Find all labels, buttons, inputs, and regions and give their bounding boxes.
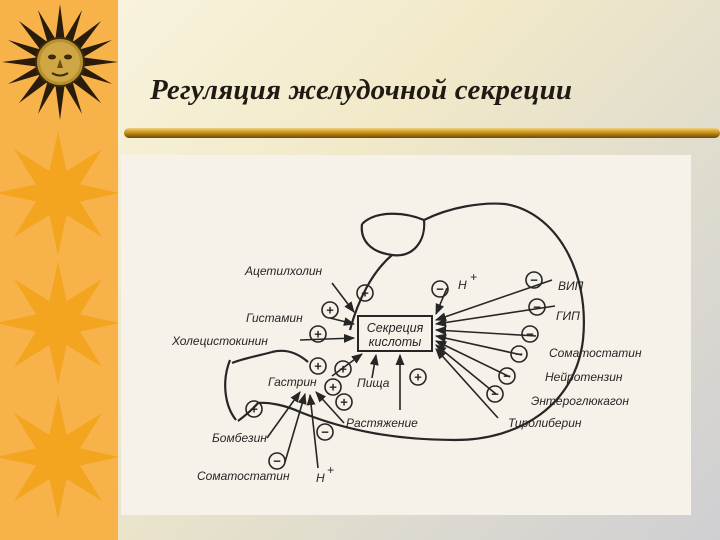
sun-icon [0,261,118,385]
center-box-line1: Секреция [367,321,424,335]
label-vip: ВИП [558,279,584,293]
svg-text:+: + [314,359,322,374]
minus-circle-icon: − [316,423,334,441]
svg-text:−: − [533,300,541,315]
minus-circle-icon: − [528,298,546,316]
sun-icon [0,395,118,519]
label-bombesin: Бомбезин [212,431,267,445]
label-h-ion-bottom-plus: + [327,463,334,477]
minus-circle-icon: − [521,325,539,343]
sun-icon [0,131,118,255]
plus-circle-icon: + [245,400,263,418]
svg-text:+: + [414,370,422,385]
label-acetylcholine: Ацетилхолин [244,264,323,278]
label-enteroglucagon: Энтероглюкагон [531,394,629,408]
arrows [266,279,556,469]
svg-text:−: − [530,273,538,288]
label-somatostatin-bottom: Соматостатин [197,469,290,483]
svg-text:−: − [526,327,534,342]
acid-secretion-box [357,315,433,352]
svg-text:−: − [515,347,523,362]
minus-circle-icon: − [498,367,516,385]
label-distension: Растяжение [346,416,418,430]
label-h-ion-bottom: H [316,471,325,485]
svg-text:+: + [339,362,347,377]
label-somatostatin: Соматостатин [549,346,642,360]
svg-text:−: − [503,369,511,384]
svg-text:+: + [326,303,334,318]
minus-circle-icon: − [486,385,504,403]
plus-circle-icon: + [324,378,342,396]
minus-circle-icon: − [268,452,286,470]
svg-text:+: + [329,380,337,395]
plus-circle-icon: + [334,360,352,378]
svg-text:+: + [361,286,369,301]
label-h-ion: H [458,278,467,292]
sun-medallion-icon [2,4,118,120]
svg-text:−: − [273,454,281,469]
plus-circle-icon: + [356,284,374,302]
plus-circle-icon: + [409,368,427,386]
center-box-line2: кислоты [369,335,422,349]
svg-text:−: − [491,387,499,402]
plus-circle-icon: + [309,325,327,343]
plus-markers: + + + + + + + + + [245,284,427,418]
label-gip: ГИП [556,309,580,323]
label-histamine: Гистамин [246,311,303,325]
plus-circle-icon: + [335,393,353,411]
plus-circle-icon: + [321,301,339,319]
label-food: Пища [357,376,390,390]
plus-circle-icon: + [309,357,327,375]
svg-text:−: − [321,425,329,440]
svg-text:−: − [436,282,444,297]
svg-text:+: + [314,327,322,342]
label-gastrin: Гастрин [268,375,317,389]
label-cholecystokinin: Холецистокинин [171,334,268,348]
label-trh: Тиролиберин [508,416,582,430]
minus-circle-icon: − [510,345,528,363]
svg-text:+: + [340,395,348,410]
svg-text:+: + [250,402,258,417]
minus-circle-icon: − [525,271,543,289]
gastric-secretion-diagram: Секреция кислоты Ацетилхолин Гистамин Хо… [171,202,642,485]
diagram-panel: Секреция кислоты Ацетилхолин Гистамин Хо… [121,155,691,515]
label-neurotensin: Нейротензин [545,370,623,384]
title-divider [124,128,720,138]
label-h-ion-plus: + [470,270,477,284]
minus-circle-icon: − [431,280,449,298]
slide-title: Регуляция желудочной секреции [150,74,573,106]
minus-markers: − − − − − − − − − [268,271,546,470]
